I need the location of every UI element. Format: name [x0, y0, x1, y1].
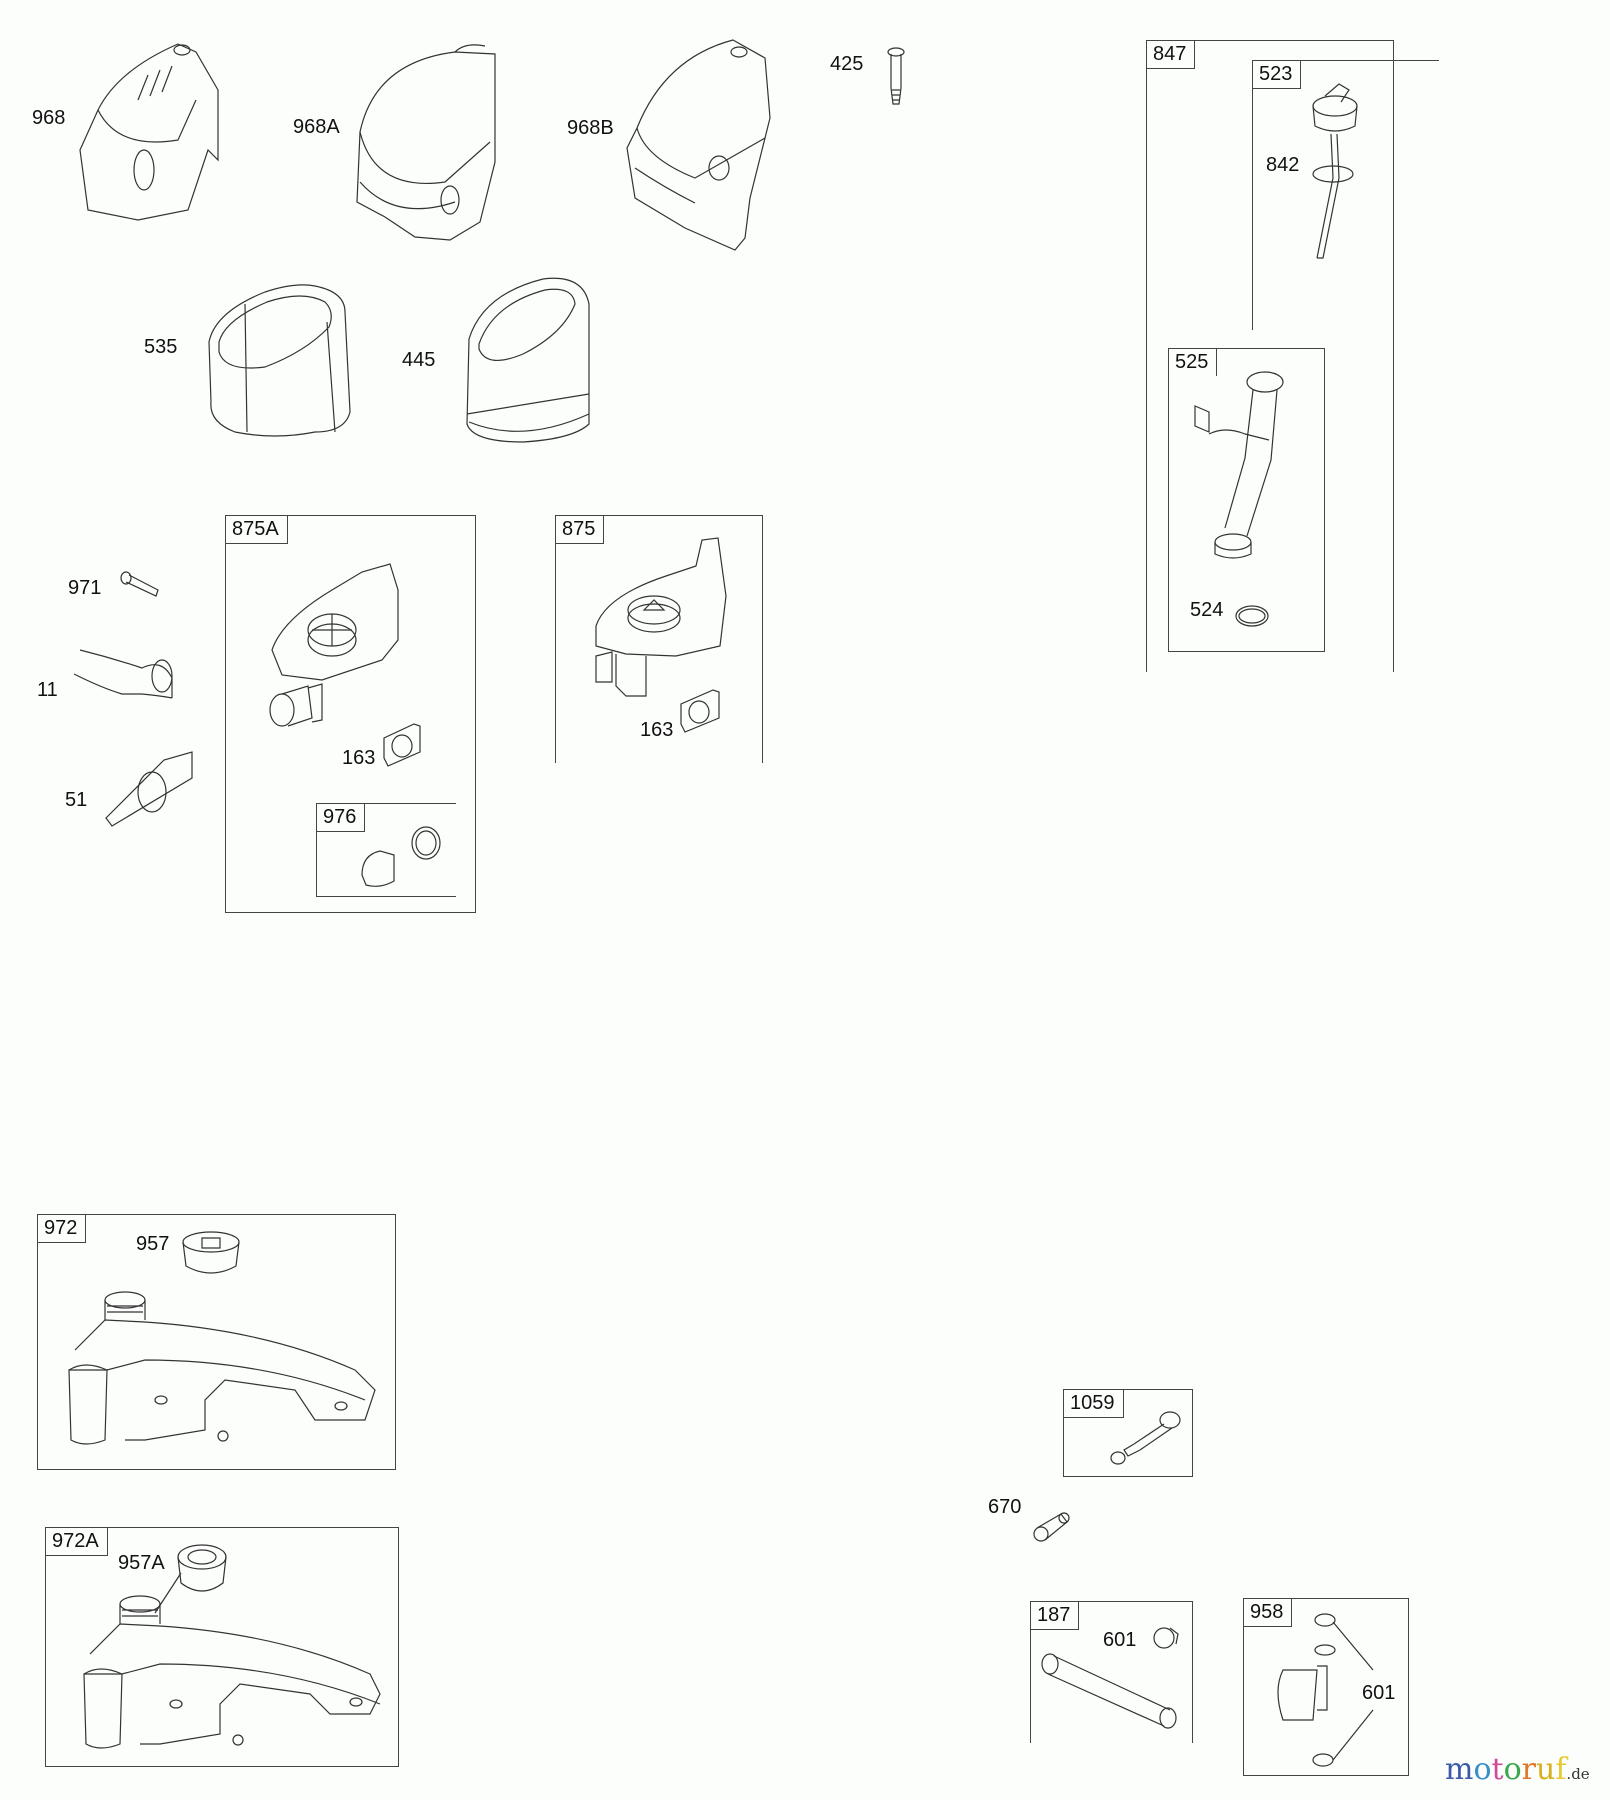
part-label-163-875A: 163 [342, 747, 376, 769]
dipstick-523-drawing [1312, 83, 1358, 259]
fuel-line-187-drawing [1041, 1653, 1177, 1729]
kit-box-187: 187 [1030, 1601, 1193, 1743]
logo-letter: r [1521, 1752, 1536, 1787]
part-label-968: 968 [32, 107, 66, 129]
hose-clamp-601-drawing [1153, 1627, 1179, 1649]
air-cleaner-base-875-drawing [595, 537, 727, 697]
fuel-cap-957-drawing [182, 1231, 240, 1274]
gasket-163-875-drawing [680, 689, 720, 733]
o-ring-524-drawing [1235, 605, 1269, 627]
kit-label-875A: 875A [226, 516, 288, 544]
part-label-445: 445 [402, 349, 436, 371]
part-label-425: 425 [830, 53, 864, 75]
part-label-842: 842 [1266, 154, 1300, 176]
screw-425-drawing [887, 47, 905, 105]
spacer-670-drawing [1033, 1512, 1070, 1542]
logo-letter: f [1555, 1752, 1567, 1787]
part-label-11: 11 [37, 679, 58, 701]
kit-label-1059: 1059 [1064, 1390, 1124, 1418]
logo-letter: o [1473, 1752, 1492, 1787]
pre-cleaner-535-drawing [208, 284, 351, 437]
part-label-670: 670 [988, 1496, 1022, 1518]
kit-box-525: 525 [1168, 347, 1325, 652]
screw-971-drawing [120, 571, 159, 597]
kit-box-875A: 875A [225, 515, 476, 913]
kit-label-972A: 972A [46, 1528, 108, 1556]
kit-box-958: 958 [1243, 1598, 1409, 1776]
part-label-957: 957 [136, 1233, 170, 1255]
air-cleaner-cover-968b-drawing [626, 39, 771, 251]
gasket-163-875a-drawing [383, 723, 421, 767]
part-label-968A: 968A [293, 116, 340, 138]
gasket-51-drawing [105, 751, 193, 827]
air-filter-445-drawing [466, 277, 590, 443]
kit-box-847: 847 [1146, 40, 1394, 672]
kit-box-976: 976 [316, 803, 456, 897]
motoruf-watermark-logo: motoruf.de [1445, 1752, 1590, 1787]
kit-label-875: 875 [556, 516, 605, 544]
screw-1059-drawing [1110, 1411, 1181, 1465]
part-label-163-875: 163 [640, 719, 674, 741]
kit-label-525: 525 [1169, 347, 1218, 376]
kit-box-972: 972 [37, 1214, 396, 1470]
part-label-601-187: 601 [1103, 1629, 1137, 1651]
kit-label-847: 847 [1147, 41, 1196, 69]
fuel-tank-972a-drawing [83, 1595, 381, 1749]
part-label-51: 51 [65, 789, 88, 811]
air-cleaner-cover-968-drawing [79, 43, 219, 221]
kit-label-958: 958 [1244, 1599, 1293, 1627]
kit-label-976: 976 [317, 804, 366, 832]
logo-letter: m [1445, 1752, 1474, 1787]
kit-box-972A: 972A [45, 1527, 399, 1767]
part-label-535: 535 [144, 336, 178, 358]
fuel-filter-958-drawing [1277, 1613, 1374, 1767]
kit-box-1059: 1059 [1063, 1389, 1193, 1477]
part-label-601-958: 601 [1362, 1682, 1396, 1704]
part-label-524: 524 [1190, 599, 1224, 621]
fuel-cap-957a-drawing [154, 1544, 227, 1614]
dipstick-tube-525-drawing [1194, 371, 1284, 559]
choke-cup-976-drawing [361, 826, 441, 887]
fuel-tank-972-drawing [68, 1291, 376, 1445]
breather-tube-11-drawing [73, 649, 173, 699]
kit-box-523: 523 [1252, 60, 1439, 330]
kit-label-972: 972 [38, 1215, 87, 1243]
logo-letter: t [1491, 1752, 1504, 1787]
kit-box-875: 875 [555, 515, 763, 763]
kit-label-523: 523 [1253, 61, 1302, 89]
logo-tld: .de [1566, 1765, 1590, 1783]
kit-label-187: 187 [1031, 1602, 1080, 1630]
part-label-957A: 957A [118, 1552, 165, 1574]
logo-letter: u [1535, 1752, 1556, 1787]
logo-letter: o [1503, 1752, 1522, 1787]
part-label-971: 971 [68, 577, 102, 599]
air-cleaner-base-875a-drawing [269, 563, 399, 727]
air-cleaner-cover-968a-drawing [356, 44, 496, 241]
part-label-968B: 968B [567, 117, 614, 139]
